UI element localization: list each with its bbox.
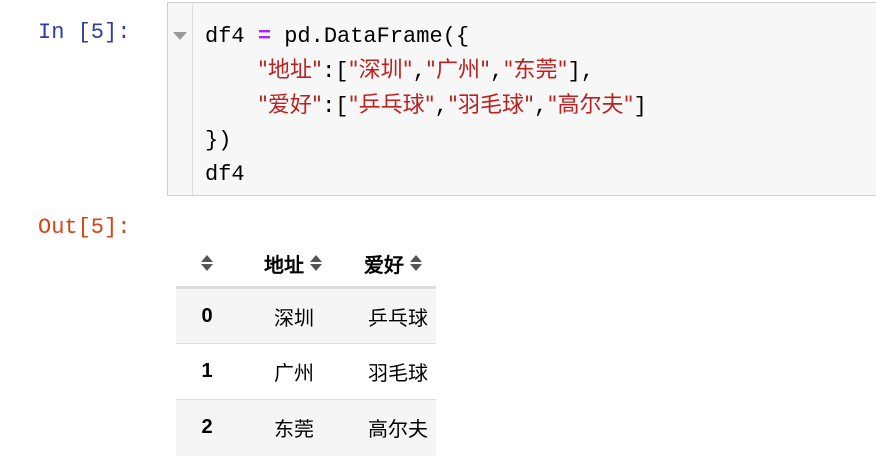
code-token: , [490, 59, 504, 84]
code-line-4: }) [205, 128, 232, 153]
table-cell: 东莞 [238, 399, 322, 456]
code-string: "深圳" [348, 58, 413, 83]
table-row: 2 东莞 高尔夫 [176, 399, 436, 456]
code-cell[interactable]: df4 = pd.DataFrame({ "地址":["深圳","广州","东莞… [167, 2, 876, 196]
row-index: 2 [176, 399, 238, 456]
column-header[interactable]: 爱好 [322, 240, 436, 289]
input-prompt: In [5]: [38, 20, 131, 45]
code-line-5: df4 [205, 162, 245, 187]
code-string: "羽毛球" [447, 93, 535, 118]
cell-gutter [168, 3, 193, 195]
code-string: "广州" [425, 58, 491, 83]
code-string: "地址" [257, 58, 323, 83]
collapse-triangle-icon[interactable] [173, 32, 187, 40]
column-header[interactable]: 地址 [238, 240, 322, 289]
index-header[interactable] [176, 240, 238, 289]
code-token: , [434, 94, 448, 119]
sort-updown-icon[interactable] [201, 255, 213, 272]
dataframe-table: 地址 爱好 0 深圳 乒乓球 1 广州 羽毛球 2 东莞 高尔夫 [176, 240, 436, 456]
code-token: df4 [205, 24, 245, 49]
sort-updown-icon[interactable] [310, 255, 322, 271]
output-prompt: Out[5]: [38, 215, 131, 240]
row-index: 1 [176, 343, 238, 400]
code-string: "乒乓球" [348, 93, 435, 118]
table-cell: 深圳 [274, 307, 314, 330]
sort-updown-icon[interactable] [410, 255, 422, 271]
table-cell: 高尔夫 [322, 399, 436, 456]
column-header-label: 爱好 [364, 254, 404, 277]
table-row: 1 广州 羽毛球 [176, 343, 436, 400]
code-string: "高尔夫" [547, 93, 634, 118]
code-token: :[ [322, 94, 349, 119]
code-indent [205, 94, 258, 119]
code-editor[interactable]: df4 = pd.DataFrame({ "地址":["深圳","广州","东莞… [205, 20, 647, 192]
code-line-2: "地址":["深圳","广州","东莞"], [205, 58, 595, 84]
code-token: ] [633, 94, 647, 119]
table-cell: 乒乓球 [368, 307, 428, 330]
code-string: "东莞" [503, 58, 568, 83]
code-operator: = [257, 24, 272, 49]
table-row: 0 深圳 乒乓球 [176, 287, 436, 344]
code-indent [205, 59, 258, 84]
row-index: 0 [201, 304, 213, 327]
column-header-label: 地址 [264, 254, 304, 277]
code-token: pd.DataFrame({ [284, 24, 470, 49]
code-token: :[ [322, 59, 349, 84]
code-token: ], [567, 59, 595, 84]
table-cell: 广州 [238, 343, 322, 400]
code-string: "爱好" [257, 93, 323, 118]
table-cell: 羽毛球 [322, 343, 436, 400]
code-line-1: df4 = pd.DataFrame({ [205, 24, 469, 49]
code-token: , [412, 59, 426, 84]
code-line-3: "爱好":["乒乓球","羽毛球","高尔夫"] [205, 93, 647, 119]
table-header-row: 地址 爱好 [176, 240, 436, 289]
code-token: , [534, 94, 548, 119]
